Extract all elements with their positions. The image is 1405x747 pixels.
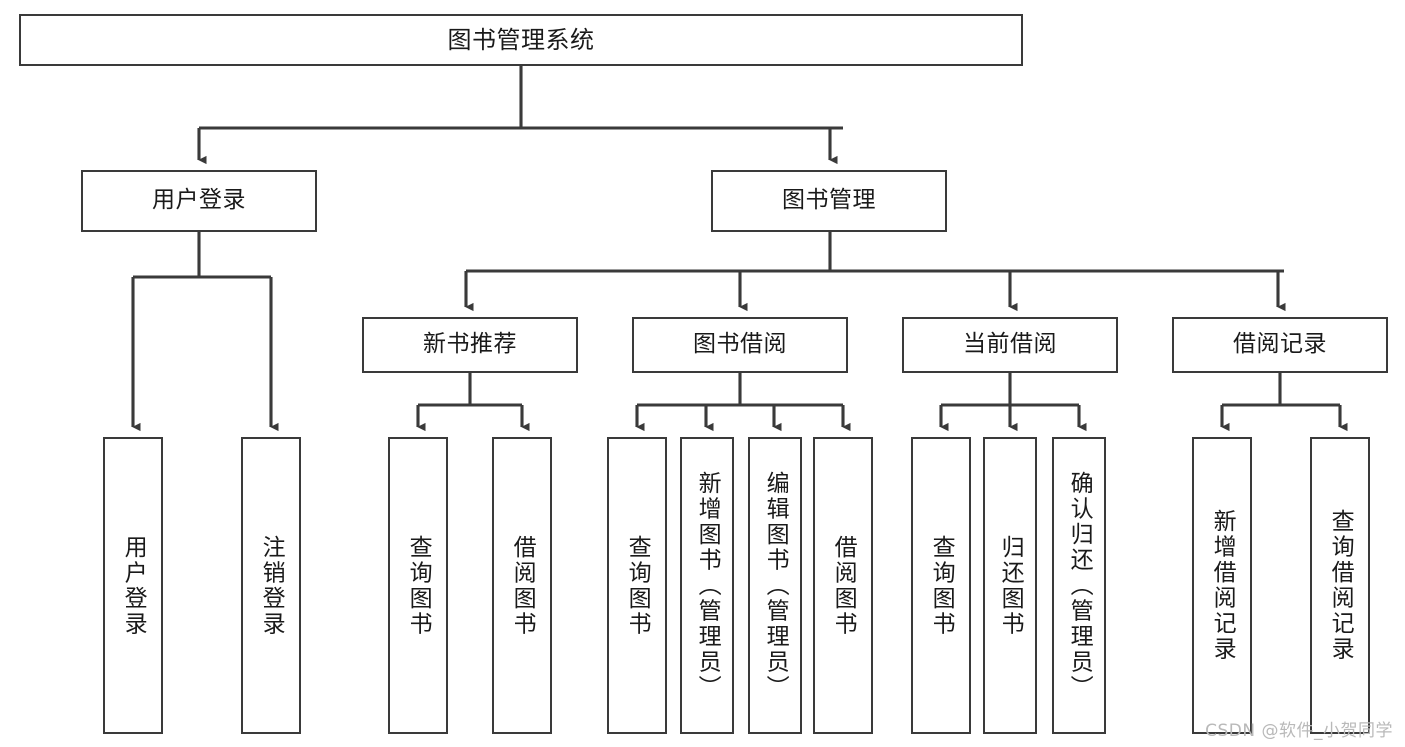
leaf-add-borrow-record[interactable]: 新增借阅记录: [1192, 437, 1252, 734]
node-user-login[interactable]: 用户登录: [81, 170, 317, 232]
node-new-book-recommend[interactable]: 新书推荐: [362, 317, 578, 373]
node-current-borrow[interactable]: 当前借阅: [902, 317, 1118, 373]
leaf-query-book-recommend[interactable]: 查询图书: [388, 437, 448, 734]
leaf-add-borrow-record-label: 新增借阅记录: [1209, 509, 1236, 662]
node-root[interactable]: 图书管理系统: [19, 14, 1023, 66]
leaf-borrow-book-recommend[interactable]: 借阅图书: [492, 437, 552, 734]
leaf-borrow-book-recommend-label: 借阅图书: [509, 534, 536, 637]
node-book-management-label: 图书管理: [782, 187, 876, 214]
node-borrow-record[interactable]: 借阅记录: [1172, 317, 1388, 373]
leaf-return-book-label: 归还图书: [997, 534, 1024, 637]
node-book-borrow-label: 图书借阅: [693, 331, 787, 358]
node-book-borrow[interactable]: 图书借阅: [632, 317, 848, 373]
leaf-user-login-label: 用户登录: [120, 534, 147, 637]
csdn-watermark: CSDN @软件_小贺同学: [1205, 721, 1393, 741]
leaf-user-login[interactable]: 用户登录: [103, 437, 163, 734]
leaf-query-book-borrow[interactable]: 查询图书: [607, 437, 667, 734]
leaf-add-book-admin[interactable]: 新增图书（管理员）: [680, 437, 734, 734]
leaf-return-book[interactable]: 归还图书: [983, 437, 1037, 734]
leaf-query-book-borrow-label: 查询图书: [624, 534, 651, 637]
leaf-edit-book-admin-label: 编辑图书（管理员）: [762, 470, 789, 701]
leaf-query-borrow-record[interactable]: 查询借阅记录: [1310, 437, 1370, 734]
leaf-query-book-current-label: 查询图书: [928, 534, 955, 637]
node-book-management[interactable]: 图书管理: [711, 170, 947, 232]
leaf-query-book-recommend-label: 查询图书: [405, 534, 432, 637]
node-current-borrow-label: 当前借阅: [963, 331, 1057, 358]
leaf-query-borrow-record-label: 查询借阅记录: [1327, 509, 1354, 662]
leaf-borrow-book-label: 借阅图书: [830, 534, 857, 637]
leaf-logout-label: 注销登录: [258, 534, 285, 637]
node-root-label: 图书管理系统: [447, 25, 595, 54]
leaf-confirm-return-admin-label: 确认归还（管理员）: [1066, 470, 1093, 701]
leaf-logout[interactable]: 注销登录: [241, 437, 301, 734]
leaf-add-book-admin-label: 新增图书（管理员）: [694, 470, 721, 701]
node-new-book-recommend-label: 新书推荐: [423, 331, 517, 358]
leaf-confirm-return-admin[interactable]: 确认归还（管理员）: [1052, 437, 1106, 734]
leaf-query-book-current[interactable]: 查询图书: [911, 437, 971, 734]
node-borrow-record-label: 借阅记录: [1233, 331, 1327, 358]
leaf-edit-book-admin[interactable]: 编辑图书（管理员）: [748, 437, 802, 734]
node-user-login-label: 用户登录: [152, 187, 246, 214]
leaf-borrow-book[interactable]: 借阅图书: [813, 437, 873, 734]
